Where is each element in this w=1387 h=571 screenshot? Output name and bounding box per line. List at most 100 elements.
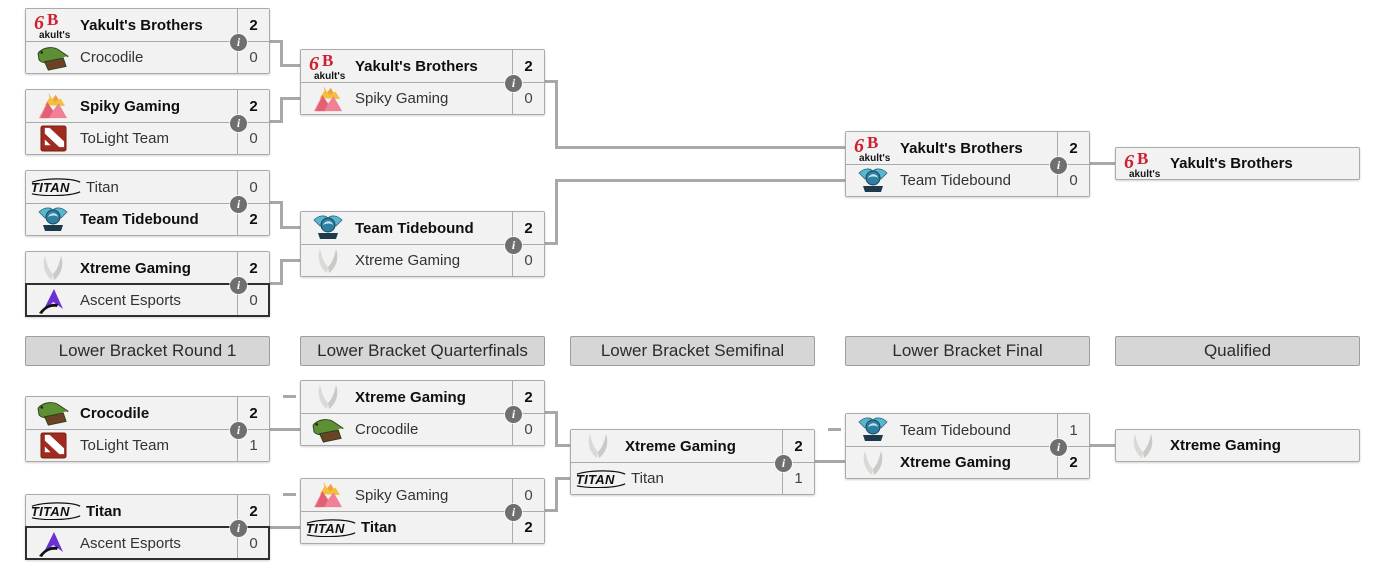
connector-line <box>555 411 558 447</box>
crocodile-logo <box>301 416 355 444</box>
info-icon[interactable]: i <box>230 422 247 439</box>
team-row[interactable]: Crocodile 0 <box>26 41 269 73</box>
qualified-upper[interactable]: Yakult's Brothers <box>1115 147 1360 180</box>
info-icon[interactable]: i <box>505 504 522 521</box>
team-row[interactable]: Xtreme Gaming 2 <box>26 252 269 284</box>
connector-line <box>283 493 296 496</box>
info-icon[interactable]: i <box>505 406 522 423</box>
team-row[interactable]: Xtreme Gaming 2 <box>571 430 814 462</box>
xtreme-gaming-logo <box>301 247 355 275</box>
ascent-esports-logo <box>26 287 80 315</box>
team-row[interactable]: Team Tidebound 0 <box>846 164 1089 196</box>
team-row[interactable]: Xtreme Gaming 2 <box>846 446 1089 478</box>
info-icon[interactable]: i <box>230 196 247 213</box>
team-score: 0 <box>512 414 544 445</box>
team-score: 2 <box>237 204 269 235</box>
spiky-gaming-logo <box>301 481 355 509</box>
team-score: 2 <box>512 381 544 413</box>
team-row[interactable]: Yakult's Brothers 2 <box>846 132 1089 164</box>
team-row[interactable]: ToLight Team 0 <box>26 122 269 154</box>
team-row[interactable]: Titan 2 <box>26 495 269 527</box>
team-score: 2 <box>237 495 269 527</box>
team-score: 0 <box>237 42 269 73</box>
team-row[interactable]: Team Tidebound 2 <box>26 203 269 235</box>
team-row[interactable]: Titan 2 <box>301 511 544 543</box>
team-row[interactable]: Xtreme Gaming 0 <box>301 244 544 276</box>
info-icon[interactable]: i <box>230 277 247 294</box>
team-row-highlighted[interactable]: Ascent Esports 0 <box>25 526 270 560</box>
match-lb-final: Team Tidebound 1 Xtreme Gaming 2 i <box>845 413 1090 479</box>
xtreme-gaming-logo <box>301 383 355 411</box>
qualified-lower[interactable]: Xtreme Gaming <box>1115 429 1360 462</box>
team-tidebound-logo <box>846 415 900 445</box>
connector-line <box>280 259 283 285</box>
team-row[interactable]: Spiky Gaming 0 <box>301 479 544 511</box>
team-row[interactable]: Spiky Gaming 0 <box>301 82 544 114</box>
team-score: 0 <box>1057 165 1089 196</box>
team-row[interactable]: Team Tidebound 2 <box>301 212 544 244</box>
xtreme-gaming-logo <box>26 254 80 282</box>
info-icon[interactable]: i <box>1050 157 1067 174</box>
connector-line <box>555 477 570 480</box>
info-icon[interactable]: i <box>230 520 247 537</box>
team-row[interactable]: Crocodile 0 <box>301 413 544 445</box>
header-lower-bracket-final: Lower Bracket Final <box>845 336 1090 366</box>
team-row[interactable]: Team Tidebound 1 <box>846 414 1089 446</box>
team-name: Yakult's Brothers <box>355 57 478 75</box>
connector-line <box>815 460 845 463</box>
team-row[interactable]: Titan 0 <box>26 171 269 203</box>
team-tidebound-logo <box>846 166 900 196</box>
info-icon[interactable]: i <box>775 455 792 472</box>
team-name: Yakult's Brothers <box>80 16 203 34</box>
team-row[interactable]: Spiky Gaming 2 <box>26 90 269 122</box>
info-icon[interactable]: i <box>1050 439 1067 456</box>
match-ub-sf-1: Yakult's Brothers 2 Spiky Gaming 0 i <box>300 49 545 115</box>
connector-line <box>280 97 283 123</box>
connector-line <box>555 80 558 149</box>
team-row[interactable]: Xtreme Gaming 2 <box>301 381 544 413</box>
team-score: 0 <box>512 245 544 276</box>
team-name: Team Tidebound <box>80 211 199 228</box>
team-score: 2 <box>237 252 269 284</box>
team-row[interactable]: ToLight Team 1 <box>26 429 269 461</box>
match-lb-sf: Xtreme Gaming 2 Titan 1 i <box>570 429 815 495</box>
team-score: 0 <box>512 83 544 114</box>
team-name: Team Tidebound <box>900 421 1011 439</box>
yakults-brothers-logo <box>1116 149 1170 179</box>
info-icon[interactable]: i <box>230 115 247 132</box>
ascent-esports-logo <box>26 530 80 558</box>
connector-line <box>828 428 841 431</box>
team-name: Ascent Esports <box>80 292 181 309</box>
team-name: Team Tidebound <box>355 219 474 237</box>
team-score: 2 <box>512 50 544 82</box>
team-row[interactable]: Crocodile 2 <box>26 397 269 429</box>
connector-line <box>545 509 558 512</box>
team-name: Xtreme Gaming <box>900 454 1011 471</box>
info-icon[interactable]: i <box>505 75 522 92</box>
team-name: Xtreme Gaming <box>355 388 466 406</box>
connector-line <box>280 64 300 67</box>
team-row[interactable]: Yakult's Brothers 2 <box>26 9 269 41</box>
team-score: 2 <box>1057 447 1089 478</box>
team-row[interactable]: Yakult's Brothers 2 <box>301 50 544 82</box>
team-score: 2 <box>512 212 544 244</box>
header-lower-bracket-round1: Lower Bracket Round 1 <box>25 336 270 366</box>
team-row-highlighted[interactable]: Ascent Esports 0 <box>25 283 270 317</box>
tolight-team-logo <box>26 432 80 459</box>
match-ub-r1-2: Spiky Gaming 2 ToLight Team 0 i <box>25 89 270 155</box>
team-row[interactable]: Titan 1 <box>571 462 814 494</box>
connector-line <box>270 201 283 204</box>
team-name: Titan <box>631 470 664 487</box>
connector-line <box>283 395 296 398</box>
connector-line <box>545 242 558 245</box>
team-tidebound-logo <box>301 213 355 243</box>
info-icon[interactable]: i <box>230 34 247 51</box>
team-name: ToLight Team <box>80 437 169 454</box>
info-icon[interactable]: i <box>505 237 522 254</box>
match-lb-qf-1: Xtreme Gaming 2 Crocodile 0 i <box>300 380 545 446</box>
team-tidebound-logo <box>26 205 80 235</box>
team-name: Xtreme Gaming <box>355 252 461 269</box>
header-qualified: Qualified <box>1115 336 1360 366</box>
team-score: 0 <box>237 123 269 154</box>
team-name: Yakult's Brothers <box>900 139 1023 157</box>
